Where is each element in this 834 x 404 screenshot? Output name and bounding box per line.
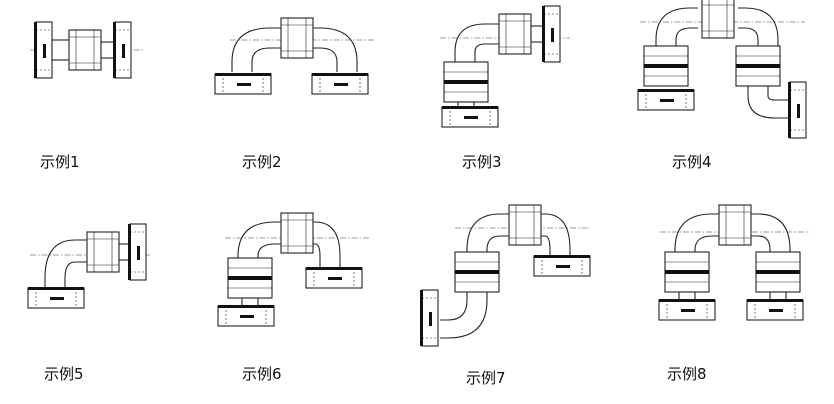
example-4-drawing: [637, 0, 807, 139]
example-7-drawing: [419, 204, 591, 347]
example-label-4: 示例4: [672, 153, 712, 171]
example-2-drawing: [214, 17, 375, 95]
example-label-2: 示例2: [242, 153, 282, 171]
example-label-7: 示例7: [466, 369, 506, 387]
example-8-drawing: [658, 204, 810, 321]
example-3-drawing: [440, 5, 570, 128]
example-label-8: 示例8: [667, 365, 707, 383]
example-label-5: 示例5: [44, 365, 84, 383]
example-label-1: 示例1: [40, 153, 80, 171]
example-label-3: 示例3: [462, 153, 502, 171]
example-6-drawing: [217, 212, 370, 327]
example-1-drawing: [30, 21, 145, 79]
example-5-drawing: [27, 223, 150, 309]
example-label-6: 示例6: [242, 365, 282, 383]
